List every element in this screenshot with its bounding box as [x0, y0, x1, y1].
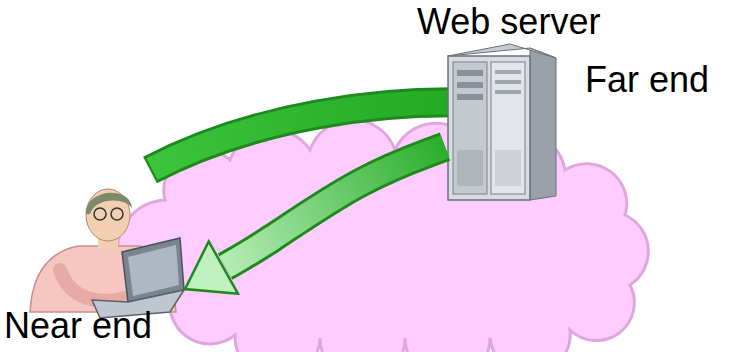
glasses — [111, 208, 123, 220]
server-drive — [457, 94, 483, 100]
server-vent — [457, 150, 483, 186]
arrow-band — [225, 147, 445, 267]
server-drive — [457, 70, 483, 76]
server-illustration — [448, 44, 556, 200]
server-node: Web serverFar end — [445, 52, 557, 200]
flow-arrow — [225, 147, 445, 267]
user-illustration — [30, 189, 184, 318]
server-drive — [457, 82, 483, 88]
server-side — [530, 48, 556, 200]
server-front — [448, 56, 530, 200]
node-note: Far end — [585, 60, 709, 100]
server-drive — [495, 70, 521, 74]
arrow-band-outline — [225, 147, 445, 267]
server-vent — [495, 150, 521, 186]
client-node: Near end — [0, 190, 185, 312]
server-drive — [495, 90, 521, 94]
server-drive — [495, 80, 521, 84]
server-door-left — [453, 62, 487, 194]
node-title: Near end — [4, 306, 152, 346]
node-title: Web server — [417, 2, 600, 42]
hair — [86, 193, 132, 214]
server-door-right — [491, 62, 525, 194]
arm — [60, 270, 125, 301]
glasses — [94, 208, 106, 220]
laptop-screen-face — [128, 245, 179, 296]
